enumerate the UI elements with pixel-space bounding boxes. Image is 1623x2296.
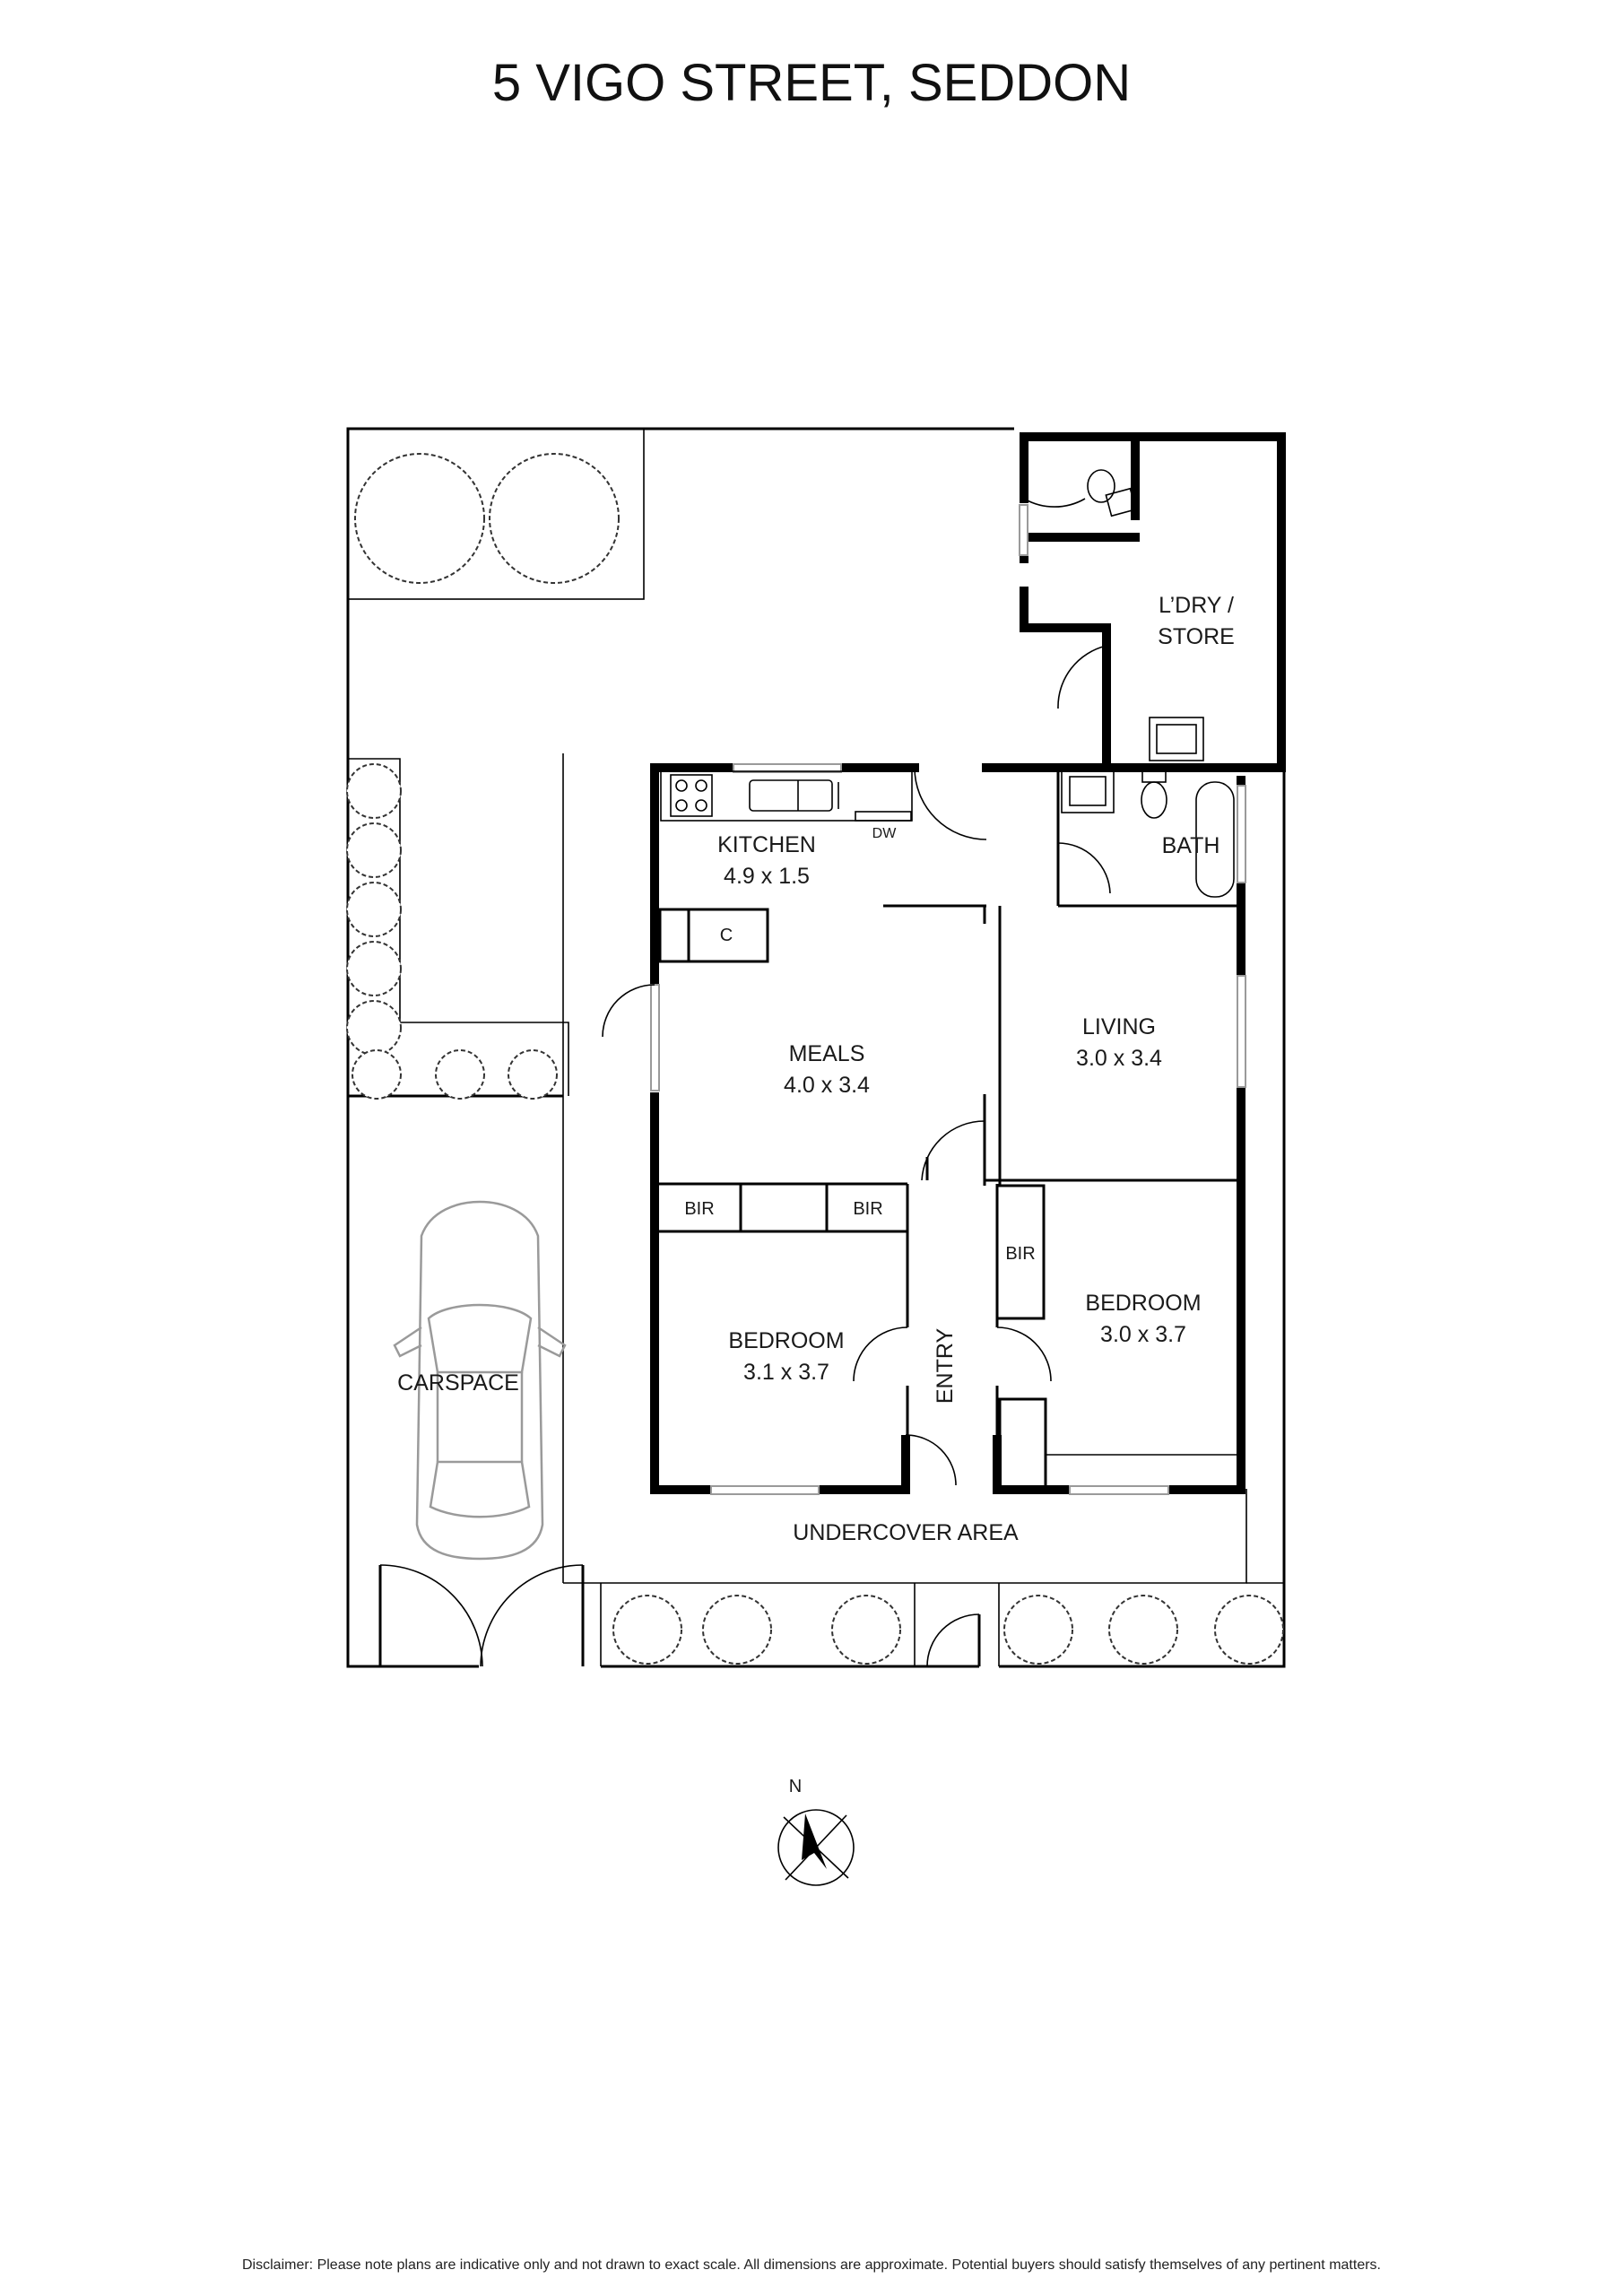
undercover-area-label: UNDERCOVER AREA [793,1520,1019,1545]
tree-icon [489,453,620,584]
car-icon [393,1200,567,1561]
laundry-tub-icon [1149,717,1204,761]
tree-icon [508,1049,558,1100]
tree-icons [346,453,1284,1665]
vanity-icon [1061,770,1115,813]
tree-icon [612,1595,682,1665]
toilet-icon [1087,469,1115,503]
page-title: 5 VIGO STREET, SEDDON [492,54,1131,112]
laundry-label: L’DRY / [1159,593,1234,618]
site-boundary [346,427,1286,1668]
tree-icon [352,1049,402,1100]
disclaimer: Disclaimer: Please note plans are indica… [242,2257,1381,2273]
dishwasher-label: DW [872,826,898,841]
bathtub-icon [1195,781,1235,898]
carspace-label: CARSPACE [397,1370,519,1396]
living-label: LIVING [1082,1014,1156,1039]
bedroom-label: BEDROOM [1085,1291,1201,1316]
windows [650,504,1246,1495]
cooktop-icon [670,774,713,817]
tree-icon [346,882,402,937]
meals-label: MEALS [789,1041,865,1066]
tree-icon [831,1595,901,1665]
tree-icon [346,763,402,819]
room-labels: L’DRY / STORE BATH KITCHEN 4.9 x 1.5 C M… [397,593,1235,1545]
tree-icon [346,941,402,996]
tree-icon [1003,1595,1073,1665]
bir-label: BIR [1005,1244,1035,1264]
tree-icon [1108,1595,1178,1665]
tree-icon [346,1000,402,1056]
bedroom-dimensions: 3.0 x 3.7 [1100,1322,1186,1347]
compass-icon: N [777,1777,855,1886]
doors [602,498,1111,1486]
kitchen-label: KITCHEN [717,832,816,857]
bedroom-dimensions: 3.1 x 3.7 [743,1360,829,1385]
tree-icon [346,822,402,878]
kitchen-fittings: DW [660,770,913,841]
tree-icon [1214,1595,1284,1665]
bath-fittings [1061,469,1235,898]
cupboard-label: C [720,926,733,945]
sink-icon [749,779,833,812]
kitchen-dimensions: 4.9 x 1.5 [724,864,810,889]
bir-label: BIR [853,1199,882,1219]
tree-icon [354,453,485,584]
meals-dimensions: 4.0 x 3.4 [784,1073,870,1098]
bedroom-label: BEDROOM [728,1328,844,1353]
toilet-icon [1141,781,1167,819]
front-gates [378,1564,981,1667]
bir-label: BIR [684,1199,714,1219]
north-label: N [789,1777,802,1796]
laundry-label: STORE [1158,624,1235,649]
living-dimensions: 3.0 x 3.4 [1076,1046,1162,1071]
bath-label: BATH [1162,833,1220,858]
tree-icon [435,1049,485,1100]
tree-icon [702,1595,772,1665]
entry-label: ENTRY [933,1328,958,1405]
